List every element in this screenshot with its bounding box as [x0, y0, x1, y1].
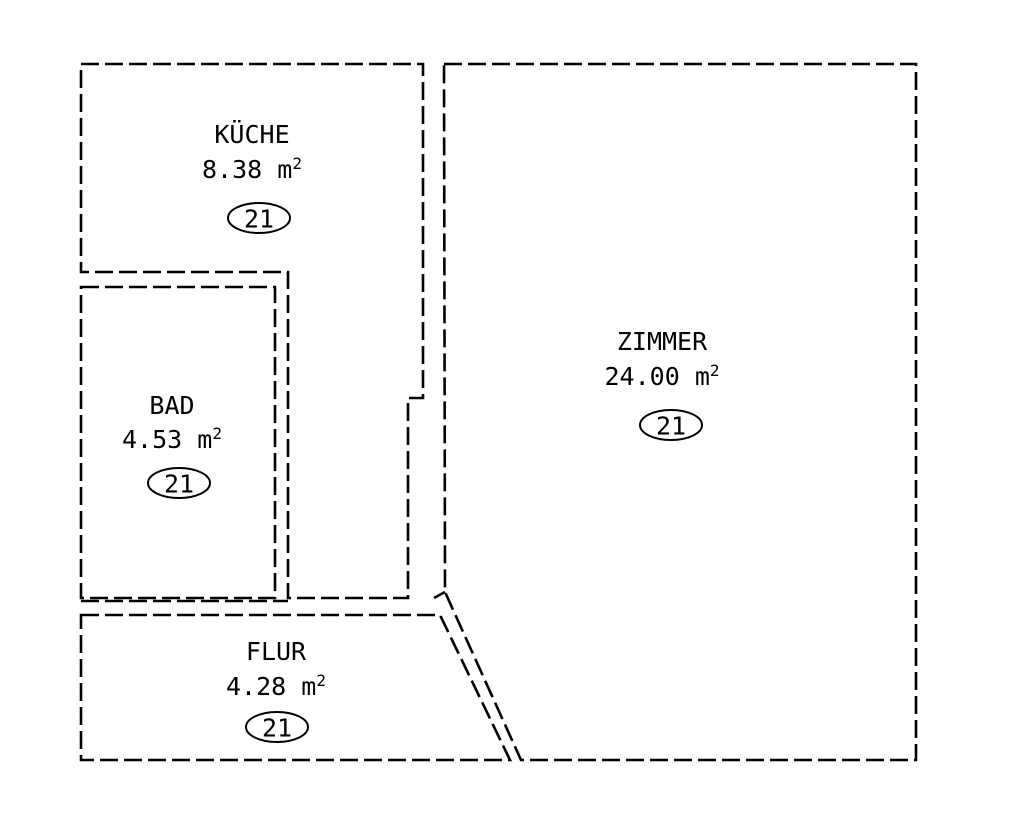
bad-outline: [79, 285, 277, 600]
walls: [79, 62, 918, 762]
room-code-badge: [639, 409, 703, 441]
room-code: 21: [244, 205, 274, 234]
room-code: 21: [164, 470, 194, 499]
room-code: 21: [262, 714, 292, 743]
room-area: 24.00 m2: [604, 361, 719, 391]
kueche-outline: [79, 62, 425, 600]
room-name: KÜCHE: [214, 120, 289, 149]
zimmer-outline: [442, 62, 918, 762]
diagonal-wall: [433, 590, 446, 600]
room-name: ZIMMER: [617, 327, 708, 356]
room-name: BAD: [149, 391, 194, 420]
room-label-kueche: KÜCHE 8.38 m2 21: [202, 120, 302, 234]
flur-outline: [79, 613, 513, 762]
room-label-bad: BAD 4.53 m2 21: [122, 391, 222, 499]
room-label-zimmer: ZIMMER 24.00 m2 21: [604, 327, 720, 441]
room-code: 21: [656, 412, 686, 441]
room-area: 4.28 m2: [226, 671, 326, 701]
room-label-flur: FLUR 4.28 m2 21: [226, 637, 326, 743]
room-name: FLUR: [246, 637, 307, 666]
room-code-badge: [147, 467, 211, 499]
room-code-badge: [227, 202, 291, 234]
room-area: 8.38 m2: [202, 154, 302, 184]
room-area: 4.53 m2: [122, 424, 222, 454]
room-code-badge: [245, 711, 309, 743]
